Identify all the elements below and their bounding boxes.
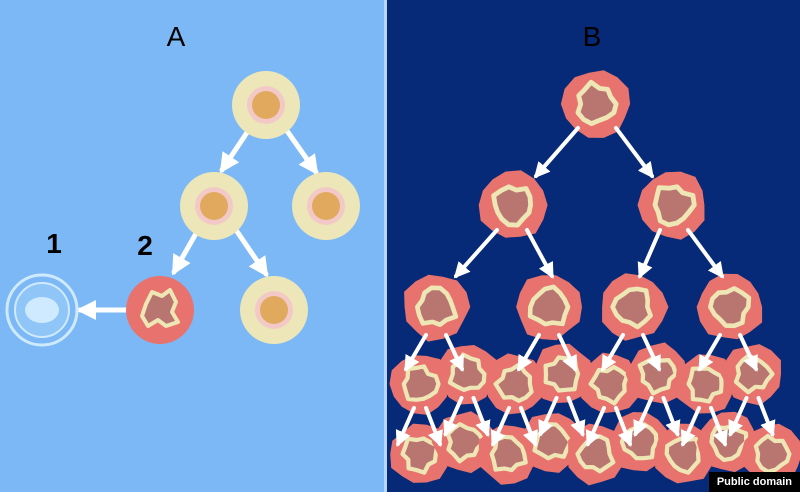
label-abnormal-cell-number: 2 (137, 230, 153, 261)
label-dead-cell-number: 1 (46, 228, 62, 259)
panel-b-label: B (583, 21, 602, 52)
abnormal-cell (126, 276, 194, 344)
panel-divider (384, 0, 387, 492)
normal-cell (240, 276, 308, 344)
normal-cell (232, 71, 300, 139)
normal-cell (180, 172, 248, 240)
credit-label: Public domain (709, 472, 800, 492)
dead-cell (7, 275, 77, 345)
normal-cell (292, 172, 360, 240)
panel-a-label: A (167, 21, 186, 52)
